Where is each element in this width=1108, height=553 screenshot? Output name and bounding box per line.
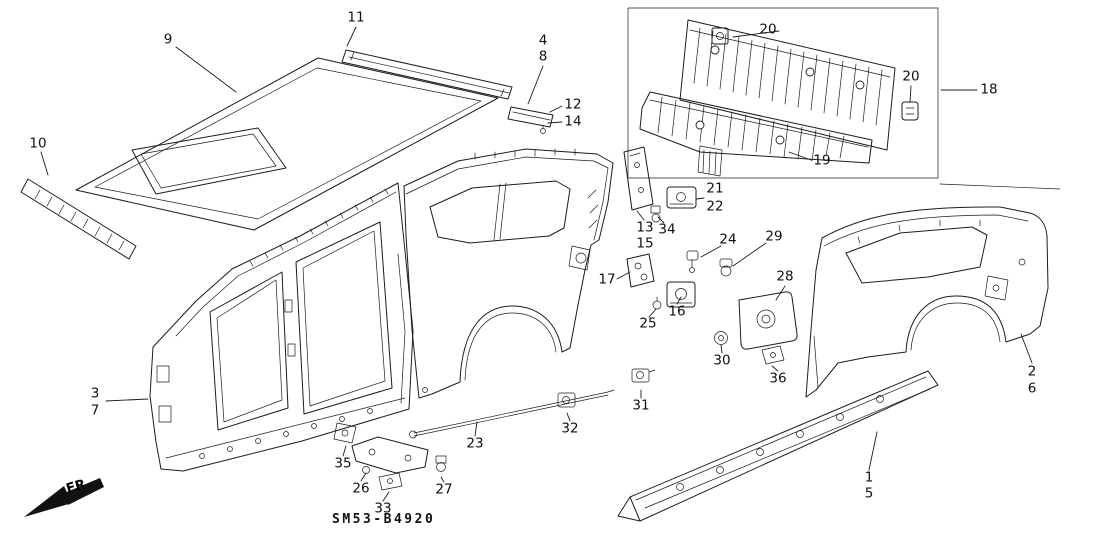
callout-22: 22	[706, 198, 724, 215]
callout-16: 16	[668, 303, 686, 320]
grommet-30	[714, 331, 728, 345]
callout-15: 15	[636, 235, 654, 252]
callout-19: 19	[813, 152, 831, 169]
left-drip-rail	[20, 178, 137, 260]
callout-25: 25	[639, 315, 657, 332]
plate-36	[761, 345, 785, 365]
quarter-panel-right	[805, 206, 1049, 398]
callout-20a: 20	[759, 21, 777, 38]
rear-quarter-middle	[403, 148, 614, 399]
clip-34	[650, 205, 661, 223]
callout-34: 34	[658, 221, 676, 238]
group-divider-line	[939, 183, 1061, 190]
molding-clip-strip	[507, 106, 554, 134]
bracket-17	[626, 253, 655, 288]
clip-31	[631, 368, 656, 383]
callout-18: 18	[980, 81, 998, 98]
callout-28: 28	[776, 268, 794, 285]
roof-panel	[75, 57, 499, 231]
fuel-lid-adapter-28	[738, 291, 798, 350]
callout-2: 2	[1027, 363, 1037, 380]
callout-1: 1	[864, 469, 874, 486]
clip-27	[435, 455, 447, 472]
clip-25	[652, 296, 662, 310]
callout-27: 27	[435, 481, 453, 498]
bracket-21-22	[666, 186, 697, 209]
bracket-16	[666, 281, 696, 308]
callout-11: 11	[347, 9, 365, 26]
callout-4: 4	[538, 32, 548, 49]
callout-36: 36	[769, 370, 787, 387]
fr-arrow-icon	[24, 478, 104, 517]
callout-23: 23	[466, 435, 484, 452]
leader-lines	[40, 26, 1033, 502]
callout-14: 14	[564, 113, 582, 130]
bulkhead-box	[627, 7, 939, 179]
callout-9: 9	[163, 31, 173, 48]
callout-26: 26	[352, 480, 370, 497]
callout-5: 5	[864, 485, 874, 502]
callout-21: 21	[706, 180, 724, 197]
callout-20b: 20	[902, 68, 920, 85]
bracket-cluster-26-33	[351, 436, 429, 491]
callout-29: 29	[765, 228, 783, 245]
callout-13: 13	[636, 219, 654, 236]
callout-7: 7	[90, 402, 100, 419]
callout-6: 6	[1027, 380, 1037, 397]
callout-30: 30	[713, 352, 731, 369]
callout-35: 35	[334, 455, 352, 472]
hinge-35	[333, 422, 357, 444]
callout-24: 24	[719, 231, 737, 248]
callout-31: 31	[632, 397, 650, 414]
clip-29	[719, 258, 733, 277]
callout-12: 12	[564, 96, 582, 113]
callout-33: 33	[374, 500, 392, 517]
sill-panel-right	[617, 370, 939, 522]
part-code: SM53-B4920	[332, 512, 436, 527]
roof-rail	[341, 49, 513, 100]
callout-10: 10	[29, 135, 47, 152]
callout-32: 32	[561, 420, 579, 437]
callout-8: 8	[538, 48, 548, 65]
quarter-extension	[623, 146, 654, 211]
side-panel-left	[149, 182, 414, 472]
callout-3: 3	[90, 385, 100, 402]
fuel-lid-rod-23	[409, 389, 615, 439]
callout-17: 17	[598, 271, 616, 288]
clip-24	[686, 250, 699, 273]
